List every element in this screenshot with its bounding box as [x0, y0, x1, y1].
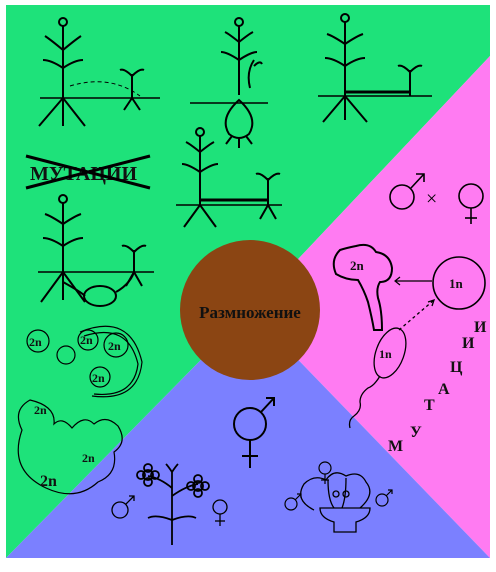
- egg-1n-label: 1n: [449, 276, 464, 291]
- zygote-2n-label: 2n: [350, 258, 365, 273]
- mutation-letter: Ц: [450, 359, 463, 376]
- mutation-letter: М: [388, 438, 403, 455]
- sperm-1n-label: 1n: [379, 347, 392, 361]
- cross-symbol: ×: [426, 188, 437, 210]
- body-2n-label: 2n: [40, 473, 57, 490]
- cell-2n-label: 2n: [108, 339, 121, 353]
- mutation-letter: А: [438, 381, 450, 398]
- cell-2n-label: 2n: [29, 335, 42, 349]
- mutation-letter: Т: [424, 397, 435, 414]
- body-2n-label: 2n: [34, 403, 47, 417]
- center-label: Размножение: [199, 303, 301, 322]
- cell-2n-label: 2n: [92, 371, 105, 385]
- mutation-letter: И: [462, 335, 475, 352]
- mutation-letter: У: [410, 424, 422, 441]
- body-2n-label: 2n: [82, 451, 95, 465]
- cell-2n-label: 2n: [80, 333, 93, 347]
- mutation-letter: И: [474, 319, 487, 336]
